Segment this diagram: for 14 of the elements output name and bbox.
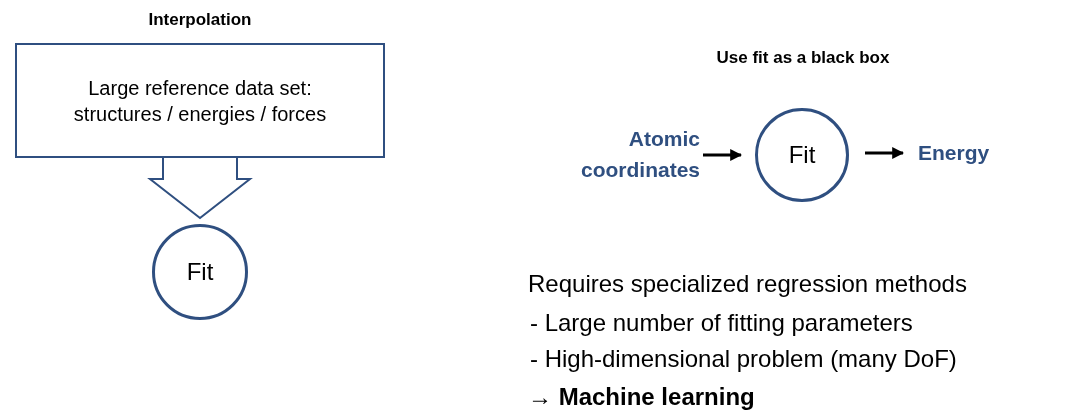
block-arrow: [147, 156, 253, 220]
section-heading: Interpolation: [148, 10, 252, 30]
section-heading: Use fit as a black box: [716, 48, 890, 68]
list-item: - High-dimensional problem (many DoF): [530, 345, 957, 373]
callout-box: Large reference data set: structures / energies / forces: [15, 43, 385, 158]
arrow: [865, 147, 905, 159]
arrow: [703, 149, 743, 161]
node-label: Energy: [918, 138, 1008, 168]
circle-node: Fit: [152, 224, 248, 320]
list-item: - Large number of fitting parameters: [530, 309, 913, 337]
node-label: Atomic coordinates: [560, 122, 700, 186]
text-line: Requires specialized regression methods: [528, 270, 967, 298]
conclusion-text: → Machine learning: [528, 383, 755, 411]
circle-node: Fit: [755, 108, 849, 202]
